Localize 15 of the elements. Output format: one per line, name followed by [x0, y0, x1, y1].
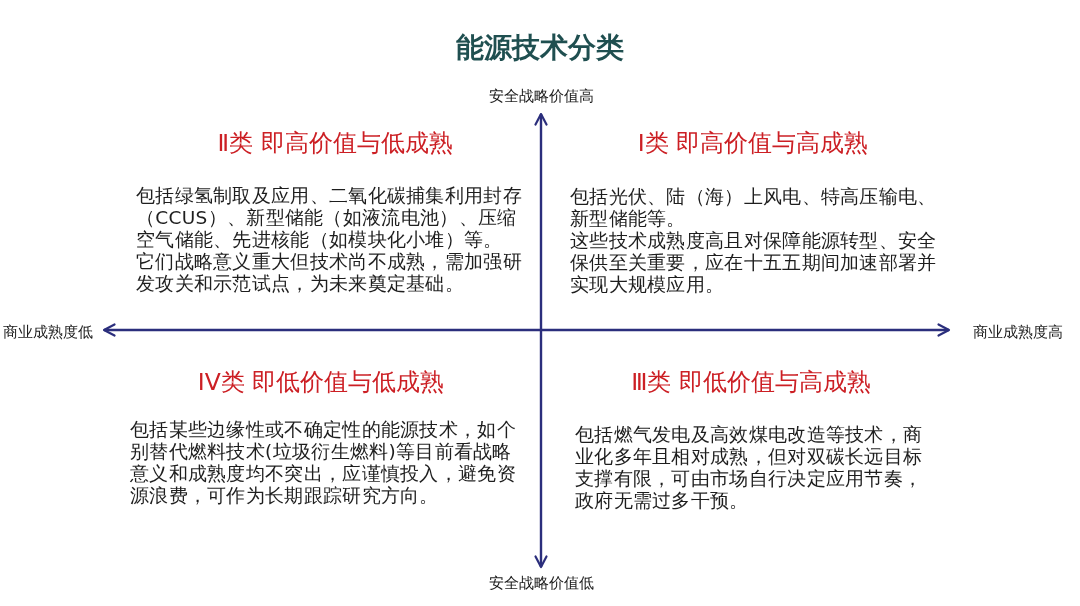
quadrant-heading: Ⅰ类 即高价值与高成熟: [637, 129, 869, 157]
quadrant-heading: Ⅲ类 即低价值与高成熟: [631, 368, 871, 396]
axis-label: 商业成熟度高: [973, 322, 1063, 342]
quadrant-description: 包括燃气发电及高效煤电改造等技术，商业化多年且相对成熟，但对双碳长远目标支撑有限，可由市场自行决定应用节奏，政府无需过多干预。: [575, 424, 924, 512]
quadrant-description: 包括绿氢制取及应用、二氧化碳捕集利用封存（CCUS）、新型储能（如液流电池）、压缩空气储能、先进核能（如模块化小堆）等。: [136, 185, 523, 251]
axis-label: 安全战略价值低: [488, 573, 594, 593]
quadrant-description: 包括某些边缘性或不确定性的能源技术，如个别替代燃料技术(垃圾衍生燃料)等目前看战略意义和成熟度均不突出，应谨慎投入，避免资源浪费，可作为长期跟踪研究方向。: [130, 419, 517, 507]
quadrant-description: 这些技术成熟度高且对保障能源转型、安全保供至关重要，应在十五五期间加速部署并实现大规模应用。: [570, 230, 938, 296]
quadrant-description: 包括光伏、陆（海）上风电、特高压输电、新型储能等。: [570, 186, 938, 230]
title: 能源技术分类: [456, 31, 624, 65]
quadrant-heading: Ⅱ类 即高价值与低成熟: [217, 129, 453, 157]
axis-label: 安全战略价值高: [488, 86, 594, 106]
quadrant-description: 它们战略意义重大但技术尚不成熟，需加强研发攻关和示范试点，为未来奠定基础。: [136, 251, 523, 295]
axis-label: 商业成熟度低: [3, 322, 93, 342]
quadrant-heading: IV类 即低价值与低成熟: [197, 368, 445, 396]
